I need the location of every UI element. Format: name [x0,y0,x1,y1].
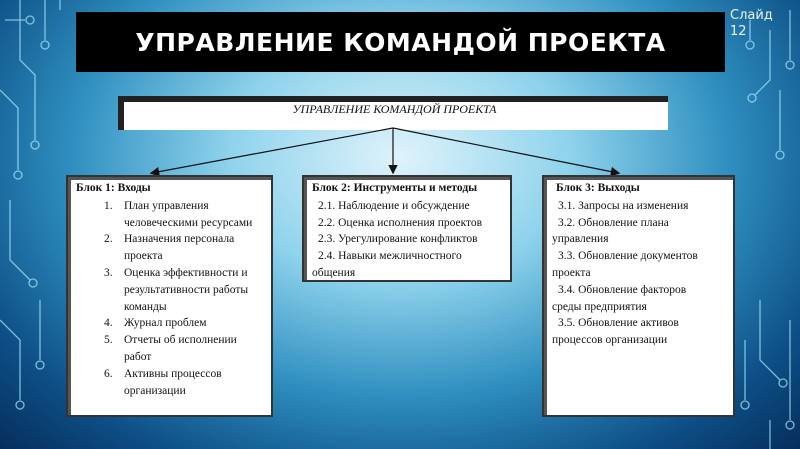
list-item: 2.2. Оценка исполнения проектов [318,216,483,229]
diagram-root-label: УПРАВЛЕНИЕ КОМАНДОЙ ПРОЕКТА [292,102,497,116]
slide-title-text: УПРАВЛЕНИЕ КОМАНДОЙ ПРОЕКТА [135,27,666,57]
list-item: 4.Журнал проблем [104,317,207,330]
slide-number: Слайд 12 [730,8,790,40]
block-outputs-heading: Блок 3: Выходы [556,182,640,194]
list-item: 3.1. Запросы на изменения [558,199,689,212]
block-outputs: Блок 3: Выходы 3.1. Запросы на изменения… [542,175,735,417]
block-inputs: Блок 1: Входы 1.План управления человече… [66,175,273,417]
list-item-continuation: управления [552,233,609,246]
arrow-to-block3 [392,127,621,177]
arrow-to-block1 [149,127,394,177]
block-tools-heading: Блок 2: Инструменты и методы [312,182,478,194]
list-item: 3.4. Обновление факторов [558,283,687,296]
block-outputs-list: 3.1. Запросы на изменения 3.2. Обновлени… [552,198,727,349]
block-inputs-list: 1.План управления человеческими ресурсам… [76,198,265,400]
list-item-continuation: среды предприятия [552,300,647,313]
list-item: 3.5. Обновление активов [558,317,679,330]
block-tools: Блок 2: Инструменты и методы 2.1. Наблюд… [302,175,512,282]
list-item: 2.1. Наблюдение и обсуждение [318,199,470,212]
block-inputs-heading: Блок 1: Входы [76,182,151,194]
list-item: 3.Оценка эффективности и результативност… [104,266,249,313]
slide-number-value: 12 [730,24,747,39]
list-item: 2.Назначения персонала проекта [104,233,235,263]
block-tools-list: 2.1. Наблюдение и обсуждение 2.2. Оценка… [312,198,504,282]
list-item-continuation: процессов организации [552,334,668,347]
diagram-root-box: УПРАВЛЕНИЕ КОМАНДОЙ ПРОЕКТА [118,96,668,130]
slide-title: УПРАВЛЕНИЕ КОМАНДОЙ ПРОЕКТА [76,12,725,72]
list-item: 6.Активны процессов организации [104,367,222,397]
list-item: 5.Отчеты об исполнении работ [104,334,237,363]
list-item: 1.План управления человеческими ресурсам… [104,199,253,229]
list-item: 2.4. Навыки межличностного [318,250,462,263]
slide-label: Слайд [730,8,773,23]
list-item: 3.3. Обновление документов [558,250,698,263]
list-item-continuation: проекта [552,266,591,279]
list-item: 2.3. Урегулирование конфликтов [318,233,478,246]
list-item: 3.2. Обновление плана [558,216,669,229]
list-item-continuation: общения [312,266,356,279]
